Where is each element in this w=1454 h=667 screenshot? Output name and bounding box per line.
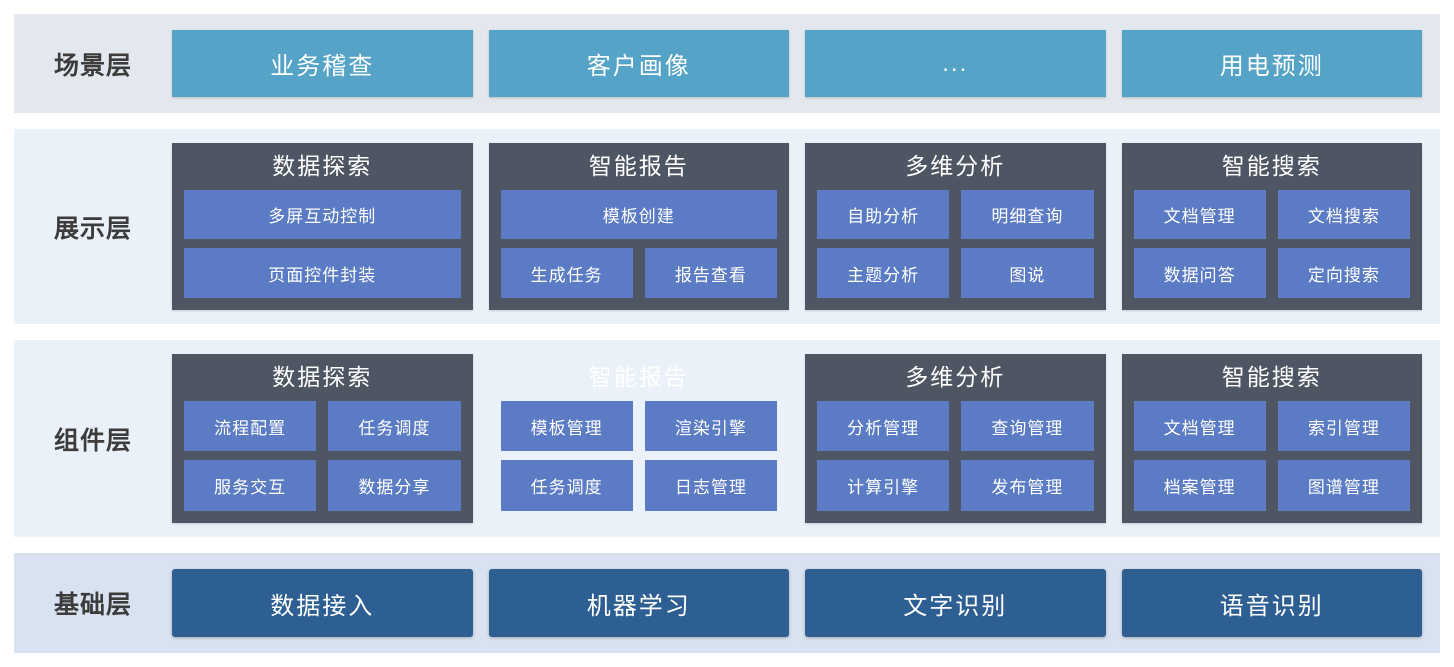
chip[interactable]: 数据问答 xyxy=(1133,248,1266,299)
card-row: 多屏互动控制 xyxy=(184,189,461,240)
component-card-smart-report[interactable]: 智能报告 模板管理 渲染引擎 任务调度 日志管理 xyxy=(489,354,790,523)
card-rows: 流程配置 任务调度 服务交互 数据分享 xyxy=(184,400,461,512)
card-title: 智能报告 xyxy=(588,364,689,390)
chip[interactable]: 文档管理 xyxy=(1133,400,1266,452)
component-card-multidim-analysis[interactable]: 多维分析 分析管理 查询管理 计算引擎 发布管理 xyxy=(805,354,1106,523)
scene-tile-2[interactable]: 客户画像 xyxy=(488,30,789,97)
card-title: 智能搜索 xyxy=(1221,153,1322,179)
chip[interactable]: 图谱管理 xyxy=(1277,460,1410,512)
presentation-card-data-exploration[interactable]: 数据探索 多屏互动控制 页面控件封装 xyxy=(172,143,473,310)
chip[interactable]: 生成任务 xyxy=(500,248,633,299)
card-title: 智能搜索 xyxy=(1221,364,1322,390)
card-row: 生成任务 报告查看 xyxy=(500,248,777,299)
chip[interactable]: 渲染引擎 xyxy=(644,400,777,452)
chip[interactable]: 多屏互动控制 xyxy=(184,189,461,240)
component-card-data-exploration[interactable]: 数据探索 流程配置 任务调度 服务交互 数据分享 xyxy=(172,354,473,523)
chip[interactable]: 流程配置 xyxy=(184,400,317,452)
card-row: 主题分析 图说 xyxy=(817,248,1094,299)
card-title: 多维分析 xyxy=(905,364,1006,390)
chip[interactable]: 数据分享 xyxy=(328,460,461,512)
chip[interactable]: 页面控件封装 xyxy=(184,248,461,299)
chip[interactable]: 文档搜索 xyxy=(1277,189,1410,240)
chip[interactable]: 模板创建 xyxy=(500,189,777,240)
card-row: 文档管理 文档搜索 xyxy=(1133,189,1410,240)
layer-label-scene: 场景层 xyxy=(53,51,132,80)
card-row: 流程配置 任务调度 xyxy=(184,400,461,452)
presentation-card-smart-search[interactable]: 智能搜索 文档管理 文档搜索 数据问答 定向搜索 xyxy=(1121,143,1422,310)
chip[interactable]: 图说 xyxy=(961,248,1094,299)
card-row: 文档管理 索引管理 xyxy=(1133,400,1410,452)
chip[interactable]: 定向搜索 xyxy=(1277,248,1410,299)
layer-base: 基础层 数据接入 机器学习 文字识别 语音识别 xyxy=(14,553,1440,653)
card-row: 服务交互 数据分享 xyxy=(184,460,461,512)
layer-body-scene: 业务稽查 客户画像 ... 用电预测 xyxy=(172,14,1440,113)
card-row: 计算引擎 发布管理 xyxy=(817,460,1094,512)
chip[interactable]: 任务调度 xyxy=(328,400,461,452)
layer-presentation: 展示层 数据探索 多屏互动控制 页面控件封装 智能报告 模板创建 xyxy=(14,129,1440,324)
presentation-card-multidim-analysis[interactable]: 多维分析 自助分析 明细查询 主题分析 图说 xyxy=(805,143,1106,310)
chip[interactable]: 主题分析 xyxy=(817,248,950,299)
card-title: 多维分析 xyxy=(905,153,1006,179)
layer-component: 组件层 数据探索 流程配置 任务调度 服务交互 数据分享 智能报告 xyxy=(14,340,1440,537)
component-card-smart-search[interactable]: 智能搜索 文档管理 索引管理 档案管理 图谱管理 xyxy=(1121,354,1422,523)
layer-body-component: 数据探索 流程配置 任务调度 服务交互 数据分享 智能报告 模板管理 xyxy=(172,340,1440,537)
presentation-card-smart-report[interactable]: 智能报告 模板创建 生成任务 报告查看 xyxy=(488,143,789,310)
card-rows: 分析管理 查询管理 计算引擎 发布管理 xyxy=(817,400,1094,512)
layer-label-base: 基础层 xyxy=(53,591,132,619)
chip[interactable]: 任务调度 xyxy=(500,460,633,512)
chip[interactable]: 文档管理 xyxy=(1133,189,1266,240)
layer-label-presentation: 展示层 xyxy=(53,214,132,243)
scene-tile-3[interactable]: ... xyxy=(805,30,1106,97)
card-row: 页面控件封装 xyxy=(184,248,461,299)
scene-tile-1[interactable]: 业务稽查 xyxy=(172,30,473,97)
chip[interactable]: 自助分析 xyxy=(817,189,950,240)
chip[interactable]: 查询管理 xyxy=(961,400,1094,452)
card-rows: 文档管理 文档搜索 数据问答 定向搜索 xyxy=(1133,189,1410,299)
card-title: 数据探索 xyxy=(272,153,373,179)
card-rows: 模板创建 生成任务 报告查看 xyxy=(500,189,777,299)
layer-scene: 场景层 业务稽查 客户画像 ... 用电预测 xyxy=(14,14,1440,113)
chip[interactable]: 档案管理 xyxy=(1133,460,1266,512)
base-tile-4[interactable]: 语音识别 xyxy=(1121,569,1422,637)
chip[interactable]: 日志管理 xyxy=(644,460,777,512)
card-rows: 模板管理 渲染引擎 任务调度 日志管理 xyxy=(500,400,777,512)
card-row: 档案管理 图谱管理 xyxy=(1133,460,1410,512)
chip[interactable]: 报告查看 xyxy=(644,248,777,299)
chip[interactable]: 发布管理 xyxy=(961,460,1094,512)
card-rows: 多屏互动控制 页面控件封装 xyxy=(184,189,461,299)
chip[interactable]: 服务交互 xyxy=(184,460,317,512)
card-title: 智能报告 xyxy=(588,153,689,179)
card-row: 分析管理 查询管理 xyxy=(817,400,1094,452)
card-row: 模板管理 渲染引擎 xyxy=(500,400,777,452)
chip[interactable]: 索引管理 xyxy=(1277,400,1410,452)
card-title: 数据探索 xyxy=(272,364,373,390)
chip[interactable]: 明细查询 xyxy=(961,189,1094,240)
card-row: 任务调度 日志管理 xyxy=(500,460,777,512)
base-tile-1[interactable]: 数据接入 xyxy=(172,569,473,637)
chip[interactable]: 计算引擎 xyxy=(817,460,950,512)
scene-tile-4[interactable]: 用电预测 xyxy=(1121,30,1422,97)
card-row: 自助分析 明细查询 xyxy=(817,189,1094,240)
card-rows: 文档管理 索引管理 档案管理 图谱管理 xyxy=(1133,400,1410,512)
card-rows: 自助分析 明细查询 主题分析 图说 xyxy=(817,189,1094,299)
base-tile-3[interactable]: 文字识别 xyxy=(805,569,1106,637)
layer-label-component: 组件层 xyxy=(53,426,132,455)
base-tile-2[interactable]: 机器学习 xyxy=(488,569,789,637)
card-row: 模板创建 xyxy=(500,189,777,240)
chip[interactable]: 分析管理 xyxy=(817,400,950,452)
card-row: 数据问答 定向搜索 xyxy=(1133,248,1410,299)
chip[interactable]: 模板管理 xyxy=(500,400,633,452)
layer-body-presentation: 数据探索 多屏互动控制 页面控件封装 智能报告 模板创建 xyxy=(172,129,1440,324)
layer-body-base: 数据接入 机器学习 文字识别 语音识别 xyxy=(172,553,1440,653)
